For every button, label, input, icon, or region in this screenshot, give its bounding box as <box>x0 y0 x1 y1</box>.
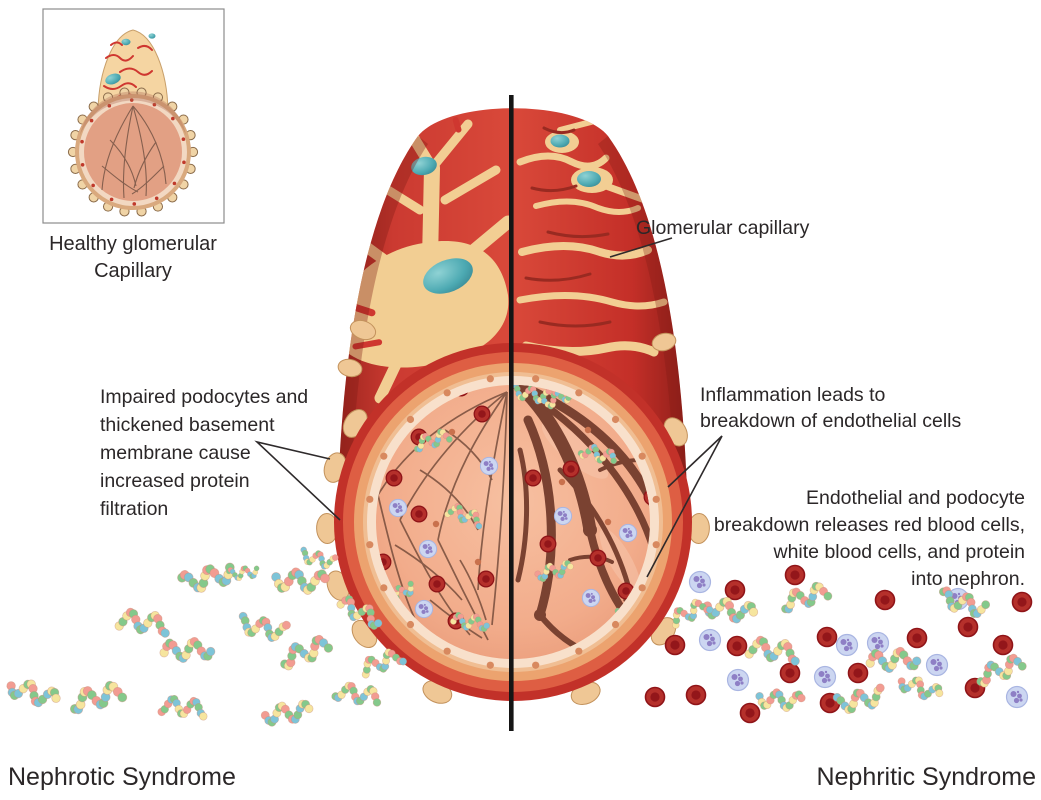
red-blood-cell <box>726 635 748 657</box>
red-blood-cell <box>589 549 607 567</box>
white-blood-cell <box>866 631 890 655</box>
protein-chain <box>260 699 314 727</box>
protein-chain <box>300 546 339 570</box>
red-blood-cell <box>992 634 1014 656</box>
protein-chain <box>444 503 483 530</box>
red-blood-cell <box>473 405 491 423</box>
white-blood-cell <box>925 653 949 677</box>
protein-chain <box>897 676 944 701</box>
white-blood-cell <box>1005 685 1029 709</box>
white-blood-cell <box>618 523 638 543</box>
white-blood-cell <box>581 588 601 608</box>
red-blood-cell <box>874 589 896 611</box>
label-glomerular-capillary: Glomerular capillary <box>636 217 810 239</box>
protein-chain <box>577 443 618 465</box>
protein-chain <box>336 595 383 630</box>
cell-protein-scatter-nephritic <box>644 564 1033 724</box>
label-inflammation: Inflammation leads to breakdown of endot… <box>700 384 962 432</box>
white-blood-cell <box>479 456 499 476</box>
red-blood-cell <box>524 469 542 487</box>
red-blood-cell <box>739 702 761 724</box>
protein-chain <box>114 607 170 638</box>
leader-lines <box>254 237 723 578</box>
red-blood-cell <box>784 564 806 586</box>
red-blood-cell <box>816 626 838 648</box>
red-blood-cell <box>562 460 580 478</box>
red-blood-cell <box>664 634 686 656</box>
white-blood-cell <box>835 633 859 657</box>
protein-chain <box>755 688 806 712</box>
title-nephritic-syndrome: Nephritic Syndrome <box>816 763 1036 791</box>
title-nephrotic-syndrome: Nephrotic Syndrome <box>8 763 236 791</box>
basement-membrane-dots <box>366 375 660 669</box>
red-blood-cell <box>724 579 746 601</box>
red-blood-cell <box>539 535 557 553</box>
red-blood-cell <box>685 684 707 706</box>
white-blood-cell <box>688 570 712 594</box>
red-blood-cell <box>428 575 446 593</box>
protein-chain <box>938 586 991 619</box>
red-blood-cell <box>385 469 403 487</box>
red-blood-cell <box>410 505 428 523</box>
red-blood-cell <box>1011 591 1033 613</box>
protein-chain <box>271 567 330 595</box>
white-blood-cell <box>414 599 434 619</box>
protein-chain <box>976 653 1027 688</box>
protein-chain <box>6 679 61 708</box>
white-blood-cell <box>726 668 750 692</box>
white-blood-cell <box>418 539 438 559</box>
white-blood-cell <box>553 506 573 526</box>
protein-chain <box>865 646 922 673</box>
divider-line <box>509 95 514 731</box>
protein-chain <box>781 581 833 614</box>
red-blood-cell <box>847 662 869 684</box>
protein-chain <box>450 611 491 633</box>
protein-chain <box>672 598 714 629</box>
protein-chain <box>512 385 553 405</box>
protein-chain <box>744 635 800 666</box>
protein-chain <box>413 428 453 453</box>
protein-chain <box>159 636 216 663</box>
white-blood-cell <box>698 628 722 652</box>
protein-chain <box>702 596 759 624</box>
protein-chain <box>534 560 574 583</box>
white-blood-cell <box>813 665 837 689</box>
protein-chain <box>226 565 260 582</box>
protein-chain <box>177 562 235 593</box>
protein-chain <box>832 683 885 714</box>
red-blood-cell <box>779 662 801 684</box>
protein-chain <box>69 680 128 715</box>
red-blood-cell <box>957 616 979 638</box>
red-blood-cell <box>644 686 666 708</box>
healthy-capillary-inset <box>42 8 225 224</box>
protein-chain <box>361 648 408 679</box>
label-endothelial-breakdown: Endothelial and podocyte breakdown relea… <box>713 487 1025 590</box>
label-impaired-podocytes: Impaired podocytes and thickened basemen… <box>100 386 309 520</box>
white-blood-cell <box>388 498 408 518</box>
protein-chain <box>157 694 208 721</box>
protein-chain <box>280 634 334 671</box>
healthy-capillary-label: Healthy glomerular Capillary <box>49 233 217 282</box>
red-blood-cell <box>906 627 928 649</box>
protein-scatter-nephrotic <box>6 546 408 727</box>
protein-chain <box>331 681 382 707</box>
red-blood-cell <box>477 570 495 588</box>
inset-mesh <box>101 105 167 199</box>
protein-chain <box>238 611 291 642</box>
